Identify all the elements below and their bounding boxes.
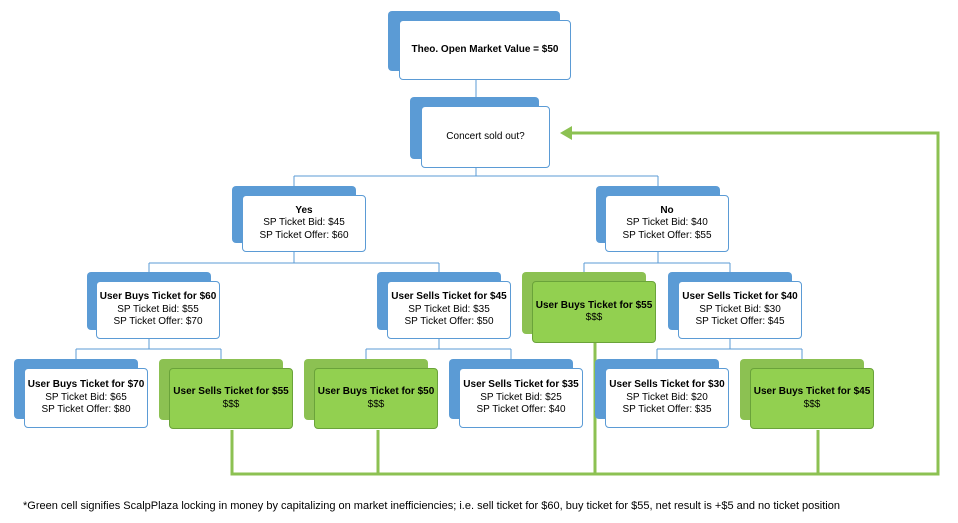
- node-yes-title: Yes: [295, 204, 313, 216]
- node-no-sell-bid: SP Ticket Bid: $30: [699, 303, 781, 315]
- node-leaf-3-value: $$$: [367, 398, 385, 410]
- node-yes-buy-offer: SP Ticket Offer: $70: [113, 316, 203, 328]
- node-leaf-1-title: User Buys Ticket for $70: [27, 379, 145, 391]
- node-yes-bid: SP Ticket Bid: $45: [263, 217, 345, 229]
- node-leaf-4-title: User Sells Ticket for $35: [463, 379, 579, 391]
- node-no-bid: SP Ticket Bid: $40: [626, 217, 708, 229]
- node-leaf-5-title: User Sells Ticket for $30: [609, 379, 725, 391]
- green-feedback-bus: [230, 131, 940, 476]
- node-no-buy-title: User Buys Ticket for $55: [535, 299, 653, 311]
- node-no-offer: SP Ticket Offer: $55: [622, 229, 712, 241]
- node-no-buy-value: $$$: [585, 312, 603, 323]
- node-yes-sell-offer: SP Ticket Offer: $50: [404, 316, 494, 328]
- green-arrow-head: [560, 126, 572, 140]
- node-leaf-4-bid: SP Ticket Bid: $25: [480, 391, 562, 403]
- node-leaf-6-title: User Buys Ticket for $45: [753, 386, 871, 397]
- node-leaf-6-value: $$$: [803, 398, 821, 410]
- node-leaf-1-offer: SP Ticket Offer: $80: [41, 404, 131, 416]
- node-leaf-1-bid: SP Ticket Bid: $65: [45, 391, 127, 403]
- node-no-sell-title: User Sells Ticket for $40: [682, 291, 798, 303]
- node-yes-offer: SP Ticket Offer: $60: [259, 229, 349, 241]
- node-yes-sell-bid: SP Ticket Bid: $35: [408, 303, 490, 315]
- node-yes-buy-title: User Buys Ticket for $60: [99, 291, 217, 303]
- node-no-title: No: [660, 204, 674, 216]
- node-no-sell-offer: SP Ticket Offer: $45: [695, 316, 785, 328]
- node-leaf-3-title: User Buys Ticket for $50: [317, 386, 435, 397]
- node-yes-buy-bid: SP Ticket Bid: $55: [117, 303, 199, 315]
- node-question-title: Concert sold out?: [446, 130, 525, 142]
- node-root-title: Theo. Open Market Value = $50: [411, 43, 559, 55]
- node-leaf-2-value: $$$: [222, 398, 240, 410]
- node-leaf-2-title: User Sells Ticket for $55: [173, 386, 289, 397]
- node-yes-sell-title: User Sells Ticket for $45: [391, 291, 507, 303]
- footnote: *Green cell signifies ScalpPlaza locking…: [23, 500, 840, 512]
- node-leaf-5-bid: SP Ticket Bid: $20: [626, 391, 708, 403]
- node-leaf-5-offer: SP Ticket Offer: $35: [622, 404, 712, 416]
- node-leaf-4-offer: SP Ticket Offer: $40: [476, 404, 566, 416]
